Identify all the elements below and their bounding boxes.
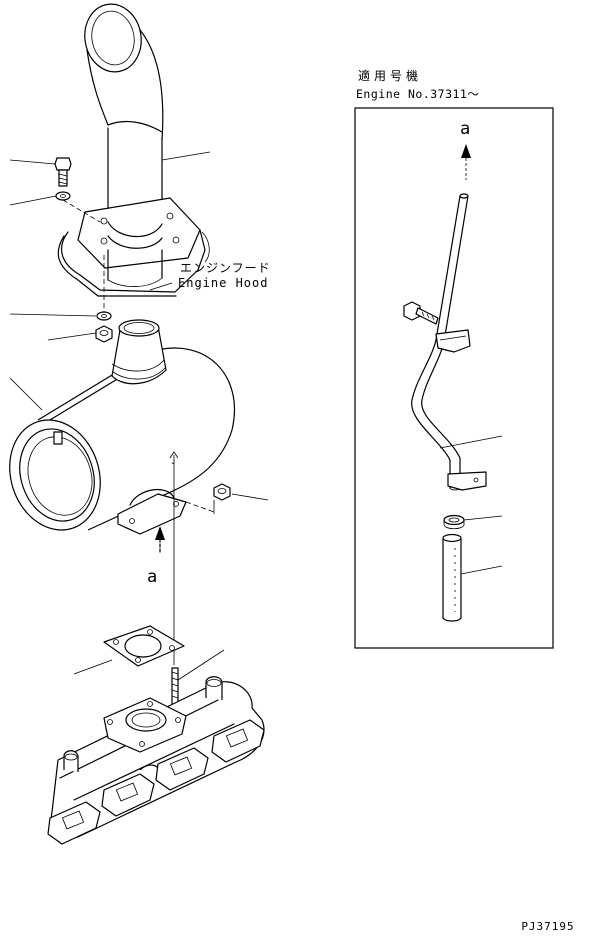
engine-hood-label-jp: エンジンフード xyxy=(180,261,271,275)
view-label-a-main: a xyxy=(147,567,157,587)
clamp-upper xyxy=(435,329,471,353)
nut xyxy=(95,325,113,343)
muffler xyxy=(9,319,236,535)
bolt-upper xyxy=(54,157,72,187)
exhaust-pipe xyxy=(84,3,164,227)
view-arrow-a-main: a xyxy=(147,526,165,587)
exhaust-manifold xyxy=(47,676,265,845)
stud-tip-mark: ˇ xyxy=(170,461,176,473)
drawing-number: PJ37195 xyxy=(521,920,574,933)
gasket xyxy=(103,625,185,667)
washer-lower xyxy=(96,311,112,321)
inset-frame xyxy=(354,107,554,649)
washer-upper xyxy=(55,191,71,201)
bolt-muffler xyxy=(213,483,231,501)
bolt-inset xyxy=(403,301,439,325)
engine-hood-label-en: Engine Hood xyxy=(178,276,268,290)
clip-ring xyxy=(443,514,465,530)
pipe-flange xyxy=(77,197,201,287)
hose xyxy=(442,533,462,622)
applicable-label-en: Engine No.37311～ xyxy=(356,87,479,101)
clamp-lower xyxy=(447,471,487,491)
view-label-a-inset: a xyxy=(460,119,470,139)
engine-hood-outline xyxy=(57,229,210,297)
view-arrow-a-inset xyxy=(461,144,471,158)
inset-panel: 適用号機 Engine No.37311～ a xyxy=(354,68,554,649)
applicable-label-jp: 適用号機 xyxy=(358,68,422,83)
